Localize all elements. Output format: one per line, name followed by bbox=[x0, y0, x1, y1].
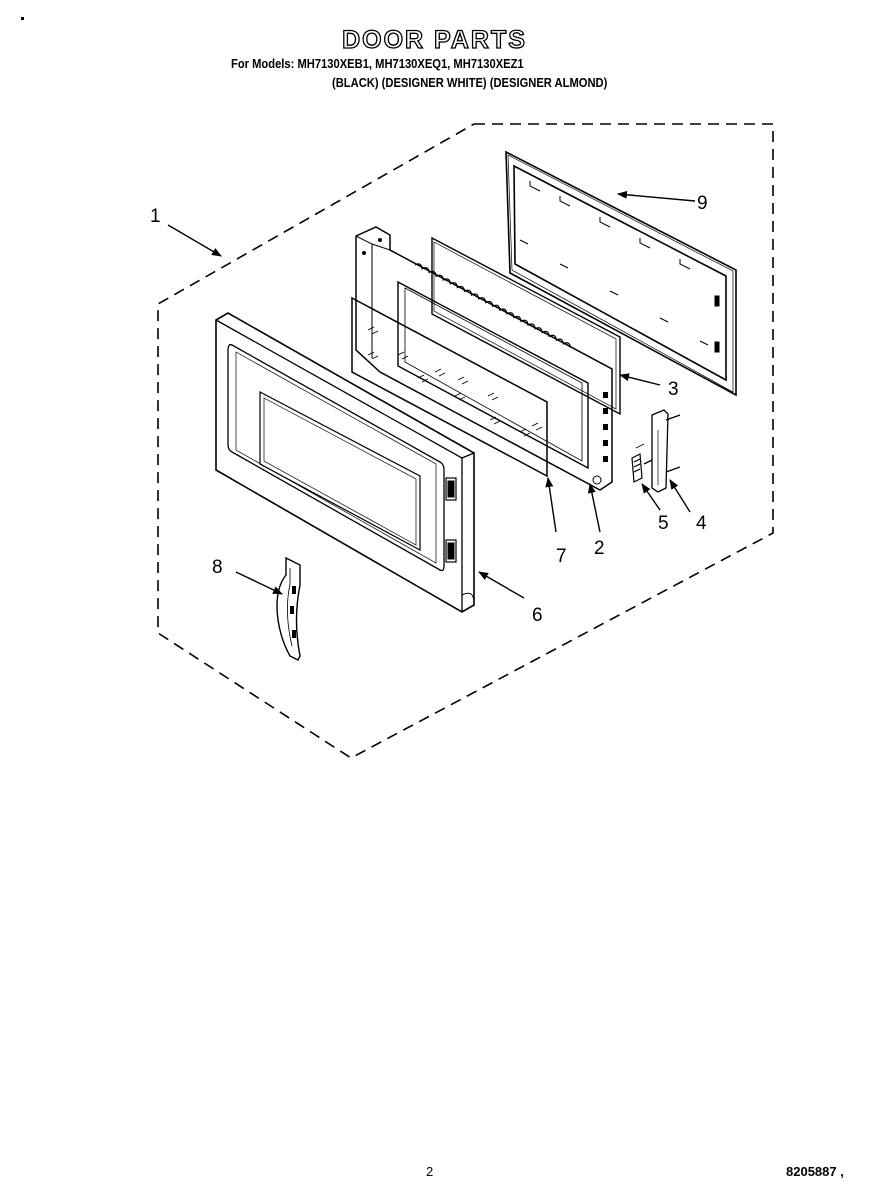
callout-4: 4 bbox=[696, 513, 707, 534]
corner-mark bbox=[21, 17, 24, 20]
leader-7 bbox=[545, 477, 557, 533]
page-title: DOOR PARTS bbox=[341, 25, 527, 54]
leader-9 bbox=[617, 190, 696, 202]
callout-2: 2 bbox=[594, 538, 605, 559]
callout-9: 9 bbox=[697, 193, 708, 214]
leader-5 bbox=[641, 483, 661, 511]
assembly-boundary bbox=[157, 123, 774, 759]
callout-6: 6 bbox=[532, 605, 543, 626]
page-number: 2 bbox=[426, 1164, 434, 1179]
leader-arrows bbox=[167, 190, 696, 599]
callout-8: 8 bbox=[212, 557, 223, 578]
door-handle bbox=[276, 556, 301, 661]
latch bbox=[643, 409, 681, 493]
document-number: 8205887 , bbox=[786, 1164, 844, 1179]
leader-1 bbox=[167, 224, 222, 257]
door-gasket bbox=[505, 150, 737, 397]
leader-3 bbox=[619, 373, 661, 386]
callout-5: 5 bbox=[658, 513, 669, 534]
leader-6 bbox=[478, 571, 525, 599]
callout-7: 7 bbox=[556, 546, 567, 567]
leader-2 bbox=[587, 483, 601, 533]
callout-1: 1 bbox=[150, 206, 161, 227]
window-glass bbox=[351, 296, 548, 478]
leader-4 bbox=[669, 479, 691, 513]
latch-spring bbox=[631, 443, 645, 483]
leader-8 bbox=[235, 571, 283, 595]
callout-3: 3 bbox=[668, 379, 679, 400]
callout-numbers: 1 2 3 4 5 6 7 8 9 bbox=[150, 193, 708, 626]
inner-door-panel bbox=[355, 226, 613, 491]
colors-line: (BLACK) (DESIGNER WHITE) (DESIGNER ALMON… bbox=[332, 75, 608, 90]
choke-cover bbox=[431, 236, 621, 416]
models-line: For Models: MH7130XEB1, MH7130XEQ1, MH71… bbox=[231, 56, 524, 71]
door-frame bbox=[215, 312, 475, 613]
